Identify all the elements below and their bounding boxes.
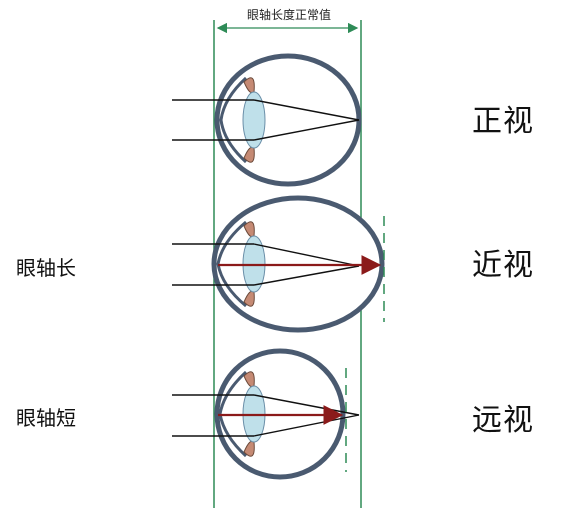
eye-hyperopia — [172, 348, 360, 480]
axial-label-long: 眼轴长 — [16, 256, 76, 280]
condition-label-myopia: 近视 — [472, 248, 534, 283]
eye-myopia — [172, 195, 385, 333]
condition-label-emmetropia: 正视 — [472, 104, 534, 139]
normal-axial-length-label: 眼轴长度正常值 — [247, 8, 332, 22]
condition-label-hyperopia: 远视 — [472, 403, 534, 438]
axial-label-short: 眼轴短 — [16, 406, 76, 430]
eye-emmetropia — [172, 53, 362, 187]
